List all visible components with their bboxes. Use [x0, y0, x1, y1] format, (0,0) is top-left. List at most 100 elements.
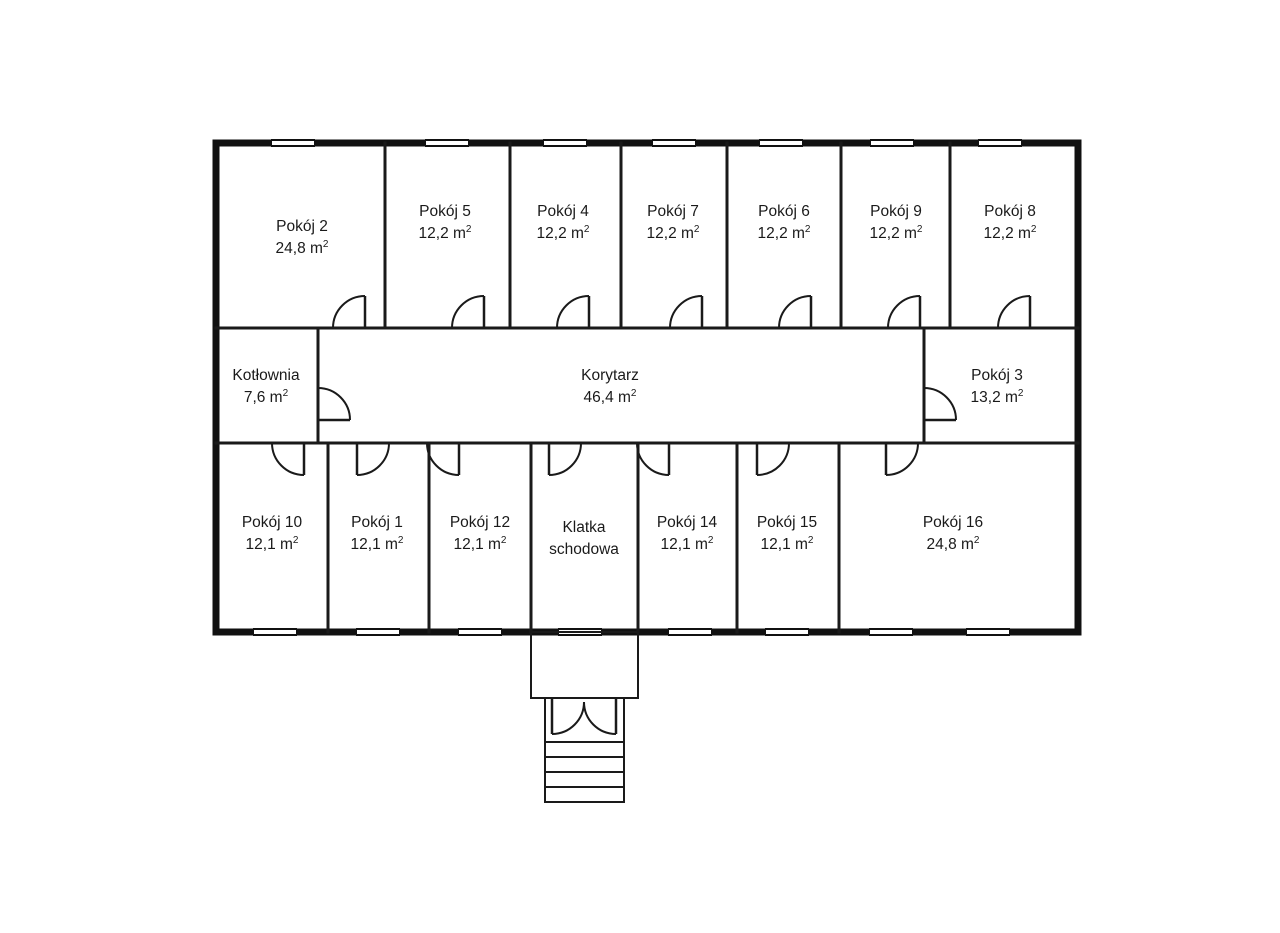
room-name: Kotłownia	[232, 367, 300, 384]
room-name: Pokój 1	[351, 514, 403, 531]
door	[556, 295, 591, 329]
window	[457, 628, 503, 636]
room-area-exponent: 2	[808, 535, 814, 546]
room-name: Pokój 16	[923, 514, 983, 531]
door	[317, 387, 351, 422]
walls	[212, 139, 1082, 636]
room-area-exponent: 2	[323, 239, 329, 250]
room-label-pokoj-14: Pokój 14 12,1 m2	[657, 514, 718, 553]
room-name: Klatka	[562, 519, 605, 536]
room-area: 12,1 m	[454, 536, 501, 553]
room-area: 12,2 m	[758, 225, 805, 242]
room-name: Korytarz	[581, 367, 639, 384]
room-area-exponent: 2	[708, 535, 714, 546]
room-label-pokoj-5: Pokój 5 12,2 m2	[419, 203, 472, 242]
room-area: 12,1 m	[246, 536, 293, 553]
room-area: 24,8 m	[927, 536, 974, 553]
room-area-exponent: 2	[974, 535, 980, 546]
room-area: 24,8 m	[276, 240, 323, 257]
room-name: Pokój 14	[657, 514, 718, 531]
room-name: Pokój 10	[242, 514, 303, 531]
room-label-pokoj-8: Pokój 8 12,2 m2	[984, 203, 1037, 242]
room-area: 12,2 m	[419, 225, 466, 242]
windows	[252, 139, 1023, 636]
room-area-exponent: 2	[631, 388, 637, 399]
window	[651, 139, 697, 147]
room-area-exponent: 2	[466, 224, 472, 235]
door	[778, 295, 813, 329]
window	[542, 139, 588, 147]
entrance	[530, 631, 639, 803]
room-area: 12,1 m	[761, 536, 808, 553]
door	[887, 295, 922, 329]
window	[252, 628, 298, 636]
window	[270, 139, 316, 147]
room-label-pokoj-1: Pokój 1 12,1 m2	[351, 514, 404, 553]
room-area-exponent: 2	[501, 535, 507, 546]
room-label-pokoj-10: Pokój 10 12,1 m2	[242, 514, 303, 553]
room-name: Pokój 9	[870, 203, 922, 220]
door	[669, 295, 704, 329]
door	[755, 442, 790, 476]
room-area: 13,2 m	[971, 389, 1018, 406]
door	[997, 295, 1032, 329]
window	[424, 139, 470, 147]
room-label-pokoj-4: Pokój 4 12,2 m2	[537, 203, 590, 242]
room-area-exponent: 2	[1031, 224, 1037, 235]
outer-wall	[212, 139, 1082, 636]
window	[869, 139, 915, 147]
window	[965, 628, 1011, 636]
room-name: Pokój 8	[984, 203, 1036, 220]
door	[355, 442, 390, 476]
room-name: Pokój 5	[419, 203, 471, 220]
room-label-pokoj-12: Pokój 12 12,1 m2	[450, 514, 510, 553]
door	[451, 295, 486, 329]
room-area: 12,2 m	[647, 225, 694, 242]
room-name-line-2: schodowa	[549, 541, 619, 558]
room-label-pokoj-6: Pokój 6 12,2 m2	[758, 203, 811, 242]
door	[426, 442, 461, 476]
room-label-pokoj-9: Pokój 9 12,2 m2	[870, 203, 923, 242]
room-name: Pokój 7	[647, 203, 699, 220]
window	[758, 139, 804, 147]
room-name: Pokój 3	[971, 367, 1023, 384]
door	[636, 442, 671, 476]
room-label-pokoj-15: Pokój 15 12,1 m2	[757, 514, 817, 553]
room-area: 12,2 m	[537, 225, 584, 242]
room-area: 7,6 m	[244, 389, 283, 406]
door	[271, 442, 306, 476]
room-area: 12,1 m	[351, 536, 398, 553]
room-name: Pokój 6	[758, 203, 810, 220]
room-area: 12,1 m	[661, 536, 708, 553]
room-name: Pokój 4	[537, 203, 589, 220]
room-area: 12,2 m	[870, 225, 917, 242]
room-name: Pokój 12	[450, 514, 510, 531]
door	[884, 442, 919, 476]
room-area-exponent: 2	[293, 535, 299, 546]
room-area: 12,2 m	[984, 225, 1031, 242]
entrance-door-arc	[583, 701, 617, 735]
window	[764, 628, 810, 636]
door	[923, 387, 957, 422]
door	[547, 442, 582, 476]
room-area-exponent: 2	[584, 224, 590, 235]
room-label-pokoj-2: Pokój 2 24,8 m2	[276, 218, 329, 257]
room-area-exponent: 2	[917, 224, 923, 235]
window	[355, 628, 401, 636]
window	[667, 628, 713, 636]
door	[332, 295, 367, 329]
room-area-exponent: 2	[398, 535, 404, 546]
room-label-klatka-schodowa: Klatka schodowa	[549, 519, 619, 558]
room-name: Pokój 2	[276, 218, 328, 235]
room-area-exponent: 2	[805, 224, 811, 235]
room-name: Pokój 15	[757, 514, 817, 531]
room-label-pokoj-7: Pokój 7 12,2 m2	[647, 203, 700, 242]
room-area-exponent: 2	[1018, 388, 1024, 399]
window	[977, 139, 1023, 147]
doors	[271, 295, 1032, 476]
room-area-exponent: 2	[694, 224, 700, 235]
room-label-pokoj-16: Pokój 16 24,8 m2	[923, 514, 983, 553]
